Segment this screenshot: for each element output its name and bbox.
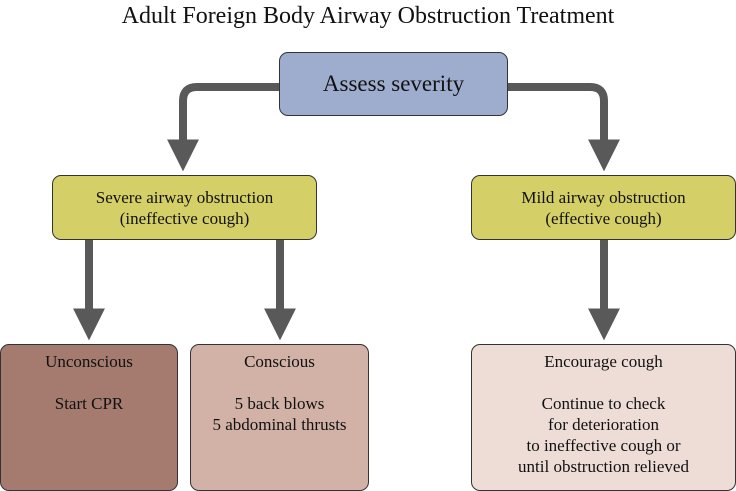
unconscious-action: Start CPR (54, 394, 124, 413)
encourage-cough-box: Encourage cough Continue to check for de… (471, 344, 736, 491)
assess-severity-label: Assess severity (322, 71, 465, 96)
conscious-action-1: 5 back blows (234, 394, 325, 413)
severe-obstruction-sublabel: (ineffective cough) (119, 208, 250, 228)
encourage-cough-line-4: until obstruction relieved (518, 457, 689, 476)
mild-obstruction-label: Mild airway obstruction (521, 187, 686, 207)
conscious-action-2: 5 abdominal thrusts (212, 415, 347, 434)
conscious-heading: Conscious (244, 352, 315, 371)
unconscious-heading: Unconscious (45, 352, 133, 371)
unconscious-box: Unconscious Start CPR (0, 344, 178, 491)
arrow-assess-to-mild (508, 83, 620, 172)
assess-severity-box: Assess severity (279, 52, 508, 116)
mild-obstruction-box: Mild airway obstruction (effective cough… (471, 175, 736, 240)
severe-obstruction-box: Severe airway obstruction (ineffective c… (52, 175, 317, 240)
encourage-cough-line-2: for deterioration (548, 415, 659, 434)
encourage-cough-heading: Encourage cough (544, 352, 663, 371)
encourage-cough-line-1: Continue to check (541, 394, 666, 413)
arrow-assess-to-severe (167, 83, 279, 172)
severe-obstruction-label: Severe airway obstruction (95, 187, 274, 207)
conscious-box: Conscious 5 back blows 5 abdominal thrus… (190, 344, 369, 491)
diagram-title: Adult Foreign Body Airway Obstruction Tr… (121, 3, 615, 29)
encourage-cough-line-3: to ineffective cough or (526, 436, 681, 455)
mild-obstruction-sublabel: (effective cough) (545, 208, 662, 228)
